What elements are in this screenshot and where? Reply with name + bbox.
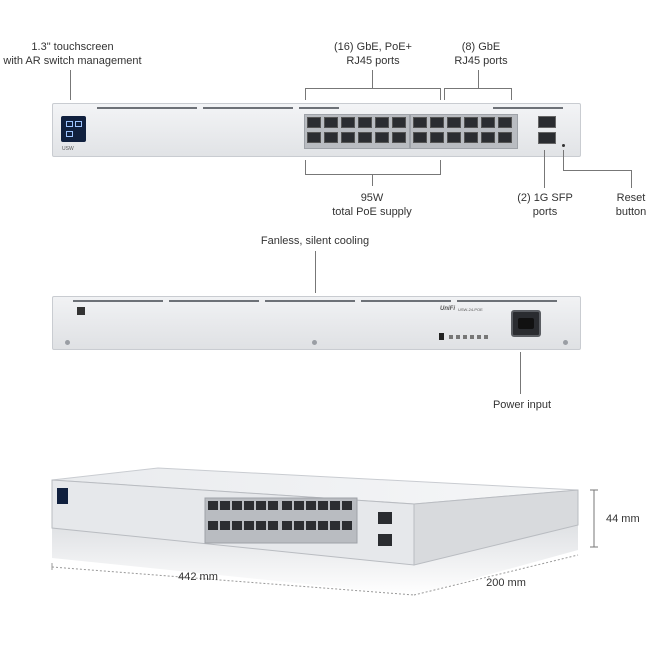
power-callout: Power input	[492, 399, 552, 411]
rj45-port[interactable]	[375, 117, 389, 128]
rj45-port[interactable]	[413, 117, 427, 128]
poe-supply-bracket	[305, 174, 441, 175]
power-inlet[interactable]	[511, 310, 541, 337]
vent	[97, 107, 197, 109]
brand-logo: UniFi	[440, 306, 455, 312]
screw	[65, 340, 70, 345]
reset-button[interactable]	[562, 144, 565, 147]
vent	[299, 107, 339, 109]
gbe-ports-bracket	[444, 88, 511, 89]
switch-rear-panel: UniFi USW-24-POE	[52, 296, 581, 350]
rj45-port[interactable]	[464, 132, 478, 143]
height-dimension: 44 mm	[606, 513, 640, 525]
cooling-leader	[315, 251, 316, 293]
vent	[169, 300, 259, 302]
certification-marks	[449, 335, 489, 339]
rj45-port[interactable]	[481, 132, 495, 143]
screw	[312, 340, 317, 345]
vent	[493, 107, 563, 109]
reset-leader-v2	[631, 170, 632, 188]
rj45-port[interactable]	[447, 117, 461, 128]
switch-3d-view	[51, 467, 598, 596]
rj45-port[interactable]	[392, 117, 406, 128]
poe-ports-bracket	[305, 88, 440, 89]
rj45-port[interactable]	[341, 117, 355, 128]
rj45-port[interactable]	[430, 117, 444, 128]
screen-label: USW	[62, 146, 74, 152]
rj45-port[interactable]	[324, 132, 338, 143]
rj45-port[interactable]	[430, 132, 444, 143]
sfp-port-2[interactable]	[538, 132, 556, 144]
rj45-port[interactable]	[358, 132, 372, 143]
touchscreen-leader	[70, 70, 71, 100]
rj45-port[interactable]	[307, 132, 321, 143]
vent	[457, 300, 557, 302]
model-label: USW-24-POE	[458, 307, 483, 312]
rj45-port[interactable]	[324, 117, 338, 128]
width-dimension: 442 mm	[178, 571, 218, 583]
touchscreen[interactable]	[61, 116, 86, 142]
vent	[73, 300, 163, 302]
bracket-tick	[440, 88, 441, 100]
rj45-port[interactable]	[498, 117, 512, 128]
vent	[203, 107, 293, 109]
rj45-port[interactable]	[464, 117, 478, 128]
port-grid-3d	[208, 501, 352, 530]
rj45-port[interactable]	[413, 132, 427, 143]
sfp-leader	[544, 150, 545, 188]
bracket-tick	[372, 70, 373, 88]
cooling-callout: Fanless, silent cooling	[260, 235, 370, 247]
rj45-port[interactable]	[341, 132, 355, 143]
screw	[563, 340, 568, 345]
bracket-tick	[372, 174, 373, 186]
rj45-port[interactable]	[447, 132, 461, 143]
touchscreen-3d	[57, 488, 68, 504]
switch-front-panel: USW	[52, 103, 581, 157]
power-leader	[520, 352, 521, 394]
rj45-port[interactable]	[358, 117, 372, 128]
rj45-port[interactable]	[498, 132, 512, 143]
bracket-tick	[440, 160, 441, 174]
depth-dimension: 200 mm	[486, 577, 526, 589]
ubiquiti-logo-icon	[439, 333, 444, 340]
poe-ports-callout: (16) GbE, PoE+RJ45 ports	[334, 41, 412, 67]
reset-leader-v	[563, 150, 564, 170]
rj45-port[interactable]	[375, 132, 389, 143]
rj45-port[interactable]	[481, 117, 495, 128]
rj45-port[interactable]	[307, 117, 321, 128]
bracket-tick	[444, 88, 445, 100]
bracket-tick	[511, 88, 512, 100]
rj45-port[interactable]	[392, 132, 406, 143]
bracket-tick	[305, 88, 306, 100]
reset-leader-h	[563, 170, 631, 171]
vent	[361, 300, 451, 302]
bracket-tick	[305, 160, 306, 174]
sfp-port-1[interactable]	[538, 116, 556, 128]
vent	[265, 300, 355, 302]
bracket-tick	[478, 70, 479, 88]
qr-code	[77, 307, 85, 315]
